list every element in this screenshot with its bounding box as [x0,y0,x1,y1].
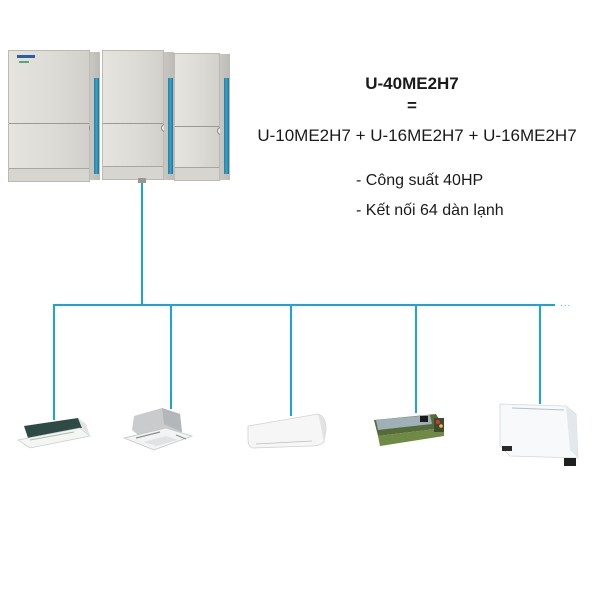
spec-connections: - Kết nối 64 dàn lạnh [356,202,504,219]
outdoor-unit-1-coil [94,78,99,174]
brand-logo [17,55,35,58]
system-model-title: U-40ME2H7 [365,74,459,93]
indoor-unit-4way-cassette [120,406,198,452]
more-units-ellipsis: ... [560,298,572,309]
indoor-unit-ducted [370,406,454,450]
outdoor-unit-2 [102,50,169,180]
outdoor-unit-group [8,50,230,185]
branch-pipe-4 [415,304,417,413]
outdoor-unit-2-coil [168,78,173,174]
indoor-unit-wall-mounted [246,410,328,450]
branch-pipe-1 [53,304,55,420]
outdoor-unit-3-coil [224,78,229,174]
outdoor-unit-1 [8,50,97,182]
pipe-connector [138,178,146,183]
main-pipe-horizontal [53,304,555,306]
branch-pipe-2 [170,304,172,409]
indoor-unit-1way-cassette [16,414,92,450]
unit-combination: U-10ME2H7 + U-16ME2H7 + U-16ME2H7 [257,126,577,145]
branch-pipe-3 [290,304,292,416]
spec-capacity: - Công suất 40HP [356,172,484,189]
branch-pipe-5 [539,304,541,404]
indoor-unit-floor-standing [494,400,586,470]
series-logo [19,61,29,63]
equals-sign: = [407,96,417,115]
main-pipe-vertical [141,183,143,305]
outdoor-unit-3 [174,53,225,181]
